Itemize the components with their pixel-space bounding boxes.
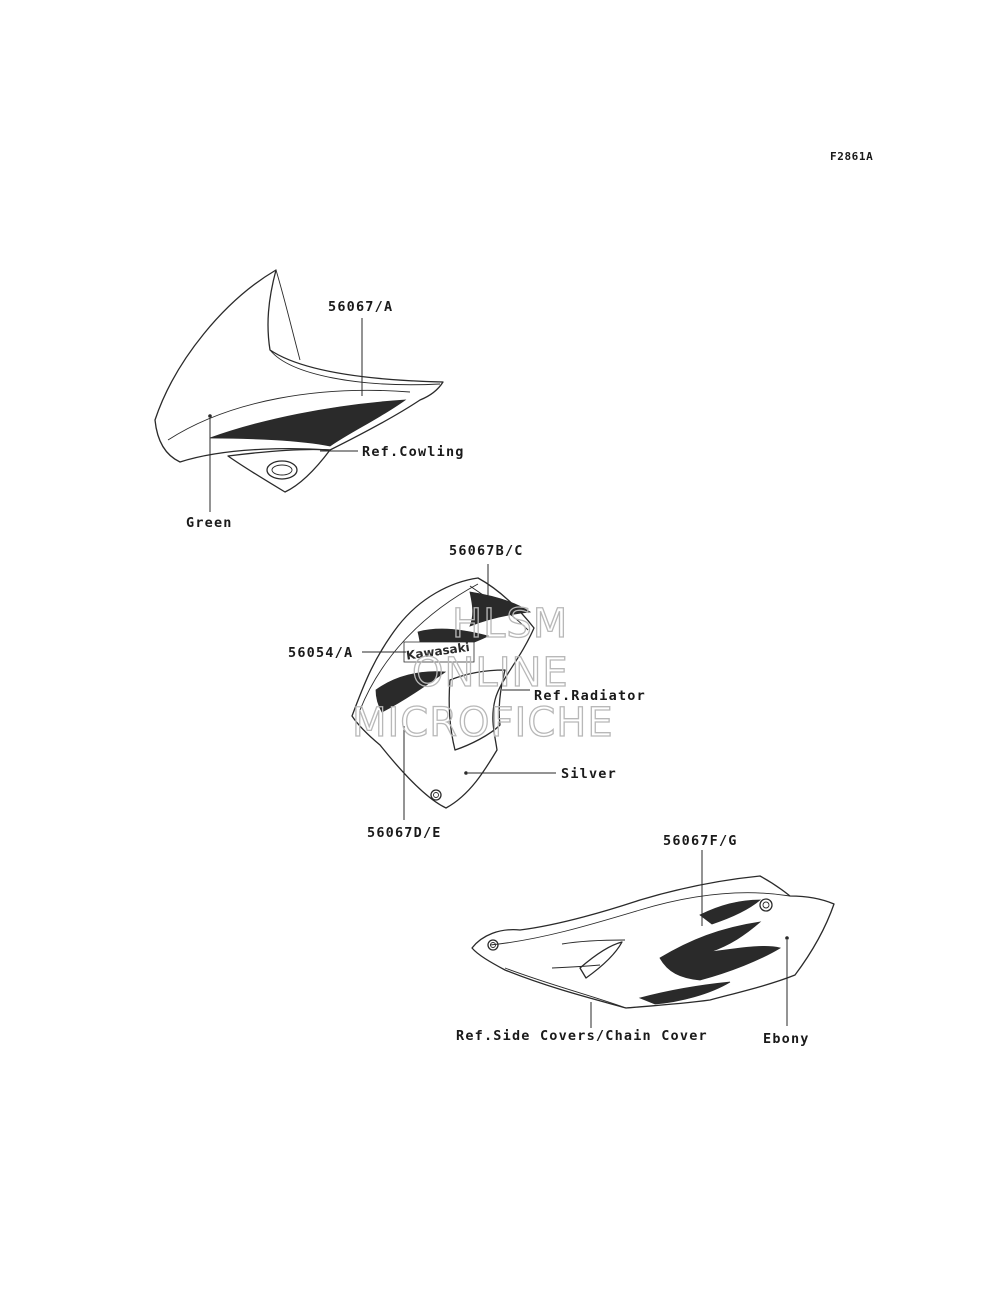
side-cover-part[interactable] — [471, 875, 835, 1009]
figure-code: F2861A — [830, 150, 873, 163]
label-56067bc[interactable]: 56067B/C — [449, 543, 524, 559]
ebony-marker — [785, 936, 789, 940]
radiator-shroud-part[interactable]: Kawasaki — [351, 577, 535, 809]
label-56067fg[interactable]: 56067F/G — [663, 833, 738, 849]
watermark: HLSM ONLINE MICROFICHE — [351, 600, 614, 746]
label-56067de[interactable]: 56067D/E — [367, 825, 442, 841]
watermark-line1: HLSM — [452, 601, 568, 647]
label-silver[interactable]: Silver — [561, 766, 617, 782]
label-ref-side-covers[interactable]: Ref.Side Covers/Chain Cover — [456, 1028, 708, 1044]
watermark-line3: MICROFICHE — [352, 700, 614, 746]
label-ref-cowling[interactable]: Ref.Cowling — [362, 444, 465, 460]
label-56054a[interactable]: 56054/A — [288, 645, 353, 661]
label-ebony[interactable]: Ebony — [763, 1031, 810, 1047]
cowling-part[interactable] — [154, 269, 444, 493]
silver-marker — [464, 771, 468, 775]
label-green[interactable]: Green — [186, 515, 233, 531]
label-ref-radiator[interactable]: Ref.Radiator — [534, 688, 646, 704]
label-56067a[interactable]: 56067/A — [328, 299, 393, 315]
watermark-line2: ONLINE — [412, 650, 569, 696]
green-marker — [208, 414, 212, 418]
